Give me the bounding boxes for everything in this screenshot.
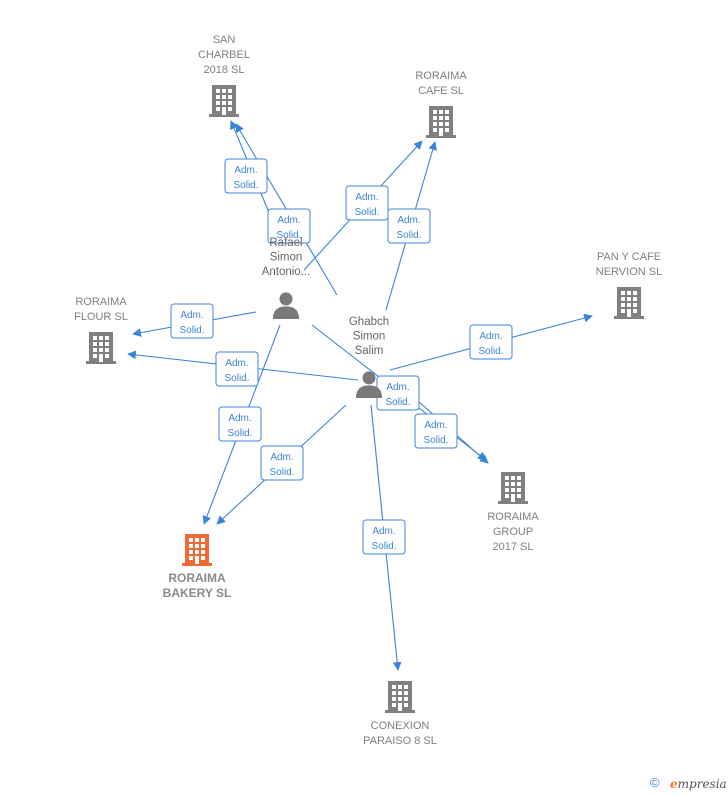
edge-label-text: Solid. [227,428,252,439]
company-name-line: 2018 SL [204,64,245,76]
edge-label-box[interactable] [469,324,513,360]
edge-label-text: Solid. [396,230,421,241]
edge-label-box[interactable] [215,351,259,387]
company-name-line: BAKERY SL [163,586,232,600]
edge-label-text: Solid. [423,435,448,446]
company-node-roraima-flour[interactable]: RORAIMA FLOUR SL [74,296,128,364]
edge-label[interactable]: Adm. Solid. [387,208,431,244]
company-name-line: 2017 SL [493,541,534,553]
building-icon[interactable] [426,106,456,138]
edge-label[interactable]: Adm. Solid. [362,519,406,555]
edge-label[interactable]: Adm. Solid. [267,208,311,244]
company-name-line: RORAIMA [75,296,127,308]
edge-label-text: Adm. [270,452,293,463]
edge-label-text: Solid. [371,541,396,552]
edge-label-box[interactable] [224,158,268,194]
building-icon[interactable] [498,472,528,504]
building-icon[interactable] [182,534,212,566]
edge-label-box[interactable] [267,208,311,244]
edge-label-text: Solid. [385,397,410,408]
edge-label-text: Adm. [372,526,395,537]
edge-label[interactable]: Adm. Solid. [215,351,259,387]
edge-label-text: Adm. [355,192,378,203]
company-name-line: RORAIMA [415,70,467,82]
company-node-conexion-paraiso[interactable]: CONEXION PARAISO 8 SL [363,681,437,747]
edge-label-text: Adm. [277,215,300,226]
company-node-san-charbel[interactable]: SAN CHARBEL 2018 SL [198,34,250,117]
person-icon[interactable] [272,292,300,319]
company-name-line: GROUP [493,526,533,538]
company-name-line: FLOUR SL [74,311,128,323]
person-name-line: Rafael [269,237,302,249]
company-node-roraima-cafe[interactable]: RORAIMA CAFE SL [415,70,467,138]
edge-label-text: Solid. [233,180,258,191]
empresia-logo[interactable]: empresia [670,777,727,791]
company-node-roraima-group[interactable]: RORAIMA GROUP 2017 SL [487,472,539,553]
edge-label-text: Adm. [424,420,447,431]
edge-labels-layer: Adm. Solid. Adm. Solid. Adm. Solid. Adm. Solid.… [170,158,513,555]
edge-label-text: Adm. [228,413,251,424]
edge-label[interactable]: Adm. Solid. [469,324,513,360]
person-name-line: Antonio... [262,266,311,278]
building-icon[interactable] [209,85,239,117]
edge-label[interactable]: Adm. Solid. [224,158,268,194]
company-name-line: RORAIMA [168,571,226,585]
edge-label-text: Solid. [354,207,379,218]
person-name-line: Simon [353,331,386,343]
edge-label[interactable]: Adm. Solid. [218,406,262,442]
edge-label[interactable]: Adm. Solid. [260,445,304,481]
person-node-antonio[interactable]: RafaelSimonAntonio... [262,237,311,319]
copyright-symbol: © [650,775,660,790]
edge-label[interactable]: Adm. Solid. [170,303,214,339]
edge-label-box[interactable] [218,406,262,442]
company-name-line: CAFE SL [418,85,464,97]
building-icon[interactable] [385,681,415,713]
edge-label-text: Solid. [179,325,204,336]
edge-label-text: Adm. [180,310,203,321]
edge-label-text: Adm. [397,215,420,226]
edge-label-text: Adm. [225,358,248,369]
edge-label-box[interactable] [345,185,389,221]
edge-label[interactable]: Adm. Solid. [414,413,458,449]
company-name-line: NERVION SL [596,266,662,278]
company-node-pan-y-cafe[interactable]: PAN Y CAFE NERVION SL [596,251,662,319]
edge-label-box[interactable] [260,445,304,481]
edge-label-text: Solid. [276,230,301,241]
nodes-layer: SAN CHARBEL 2018 SL RORAIMA CAFE SL PAN Y CAF… [74,34,662,747]
company-name-line: CONEXION [371,720,430,732]
person-name-line: Simon [270,252,303,264]
edge-label-text: Adm. [479,331,502,342]
edge-label-text: Solid. [269,467,294,478]
company-name-line: PAN Y CAFE [597,251,661,263]
edge-label-text: Solid. [478,346,503,357]
edge-label[interactable]: Adm. Solid. [376,375,420,411]
edge-label-text: Solid. [224,373,249,384]
edge-label-box[interactable] [170,303,214,339]
company-name-line: SAN [213,34,236,46]
company-name-line: RORAIMA [487,511,539,523]
edge-label-box[interactable] [362,519,406,555]
brand-first-letter: e [670,777,678,791]
person-name-line: Salim [355,345,384,357]
building-icon[interactable] [614,287,644,319]
edge-label[interactable]: Adm. Solid. [345,185,389,221]
building-icon[interactable] [86,332,116,364]
edge-label-box[interactable] [387,208,431,244]
company-name-line: PARAISO 8 SL [363,735,437,747]
edge-label-box[interactable] [414,413,458,449]
edge-label-text: Adm. [234,165,257,176]
company-name-line: CHARBEL [198,49,250,61]
brand-rest: mpresia [677,777,727,791]
edge-label-text: Adm. [386,382,409,393]
person-name-line: Ghabch [349,316,389,328]
